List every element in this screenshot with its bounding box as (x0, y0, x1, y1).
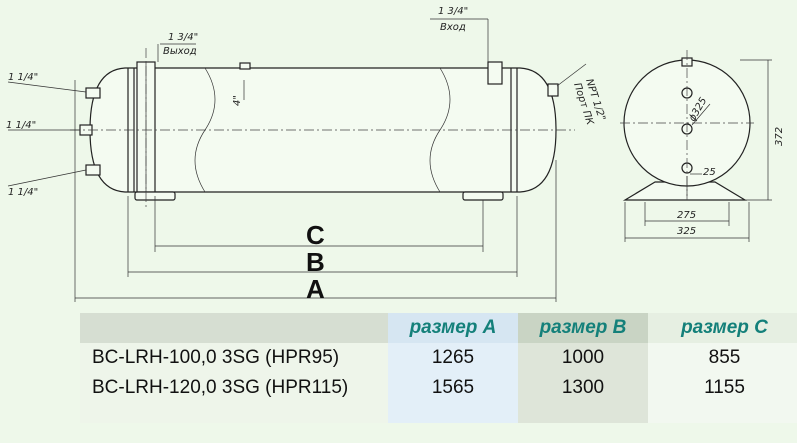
table-cell-size-c: 855 (648, 343, 797, 373)
left-port-bottom-label: 1 1/4" (8, 187, 38, 198)
table-cell-model: BC-LRH-100,0 3SG (HPR95) (80, 343, 388, 373)
left-port-top-label: 1 1/4" (8, 72, 38, 83)
dimension-b-letter: B (306, 247, 325, 277)
inlet-size-label: 1 3/4" (438, 6, 468, 17)
left-port-mid-label: 1 1/4" (6, 120, 36, 131)
table-row: BC-LRH-100,0 3SG (HPR95) 1265 1000 855 (80, 343, 797, 373)
end-view-base-inner-label: 275 (677, 210, 696, 221)
table-cell-size-a: 1565 (388, 373, 518, 403)
table-cell-model (80, 403, 388, 423)
table-cell-size-c: 1155 (648, 373, 797, 403)
outlet-size-label: 1 3/4" (168, 32, 198, 43)
wall-size-label: 4" (232, 95, 243, 106)
dimension-table: размер A размер B размер C BC-LRH-100,0 … (80, 313, 797, 423)
table-cell-size-a (388, 403, 518, 423)
receiver-technical-drawing: 1 3/4" Выход 1 3/4" Вход 1 1/4" 1 1/4" 1… (6, 6, 785, 304)
table-header-model (80, 313, 388, 343)
table-row (80, 403, 797, 423)
table-header-size-b: размер B (518, 313, 648, 343)
receiver-end-view: 372 ϕ325 25 275 325 (620, 50, 785, 242)
table-cell-size-b (518, 403, 648, 423)
end-view-offset-label: 25 (703, 167, 716, 178)
table-cell-size-b: 1300 (518, 373, 648, 403)
receiver-side-view (70, 48, 575, 210)
table-header-size-c: размер C (648, 313, 797, 343)
dimension-lines: C B A (74, 80, 557, 304)
side-view-callouts: 1 3/4" Выход 1 3/4" Вход 1 1/4" 1 1/4" 1… (6, 6, 607, 198)
dimension-c-letter: C (306, 220, 325, 250)
dimension-a-letter: A (306, 274, 325, 304)
table-header-row: размер A размер B размер C (80, 313, 797, 343)
table-cell-size-c (648, 403, 797, 423)
end-view-base-outer-label: 325 (677, 226, 696, 237)
table-cell-model: BC-LRH-120,0 3SG (HPR115) (80, 373, 388, 403)
table-cell-size-b: 1000 (518, 343, 648, 373)
table-row: BC-LRH-120,0 3SG (HPR115) 1565 1300 1155 (80, 373, 797, 403)
outlet-label: Выход (163, 46, 197, 57)
inlet-label: Вход (440, 22, 466, 33)
table-header-size-a: размер A (388, 313, 518, 343)
end-view-height-label: 372 (774, 127, 785, 146)
table-cell-size-a: 1265 (388, 343, 518, 373)
